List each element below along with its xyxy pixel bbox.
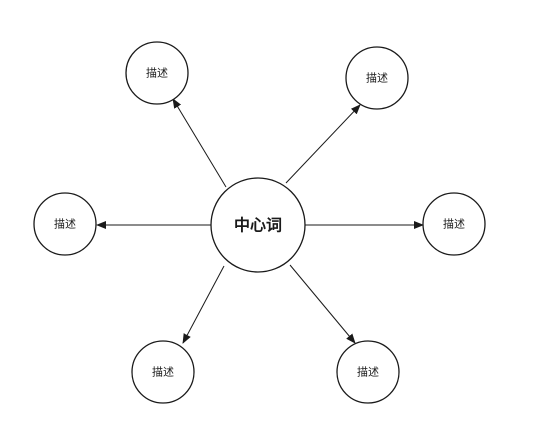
node-label: 描述 xyxy=(54,217,76,231)
node-left[interactable]: 描述 xyxy=(33,192,97,256)
node-circle xyxy=(125,41,189,105)
node-bottom-right[interactable]: 描述 xyxy=(336,340,400,404)
center-node[interactable]: 中心词 xyxy=(210,177,306,273)
edge-top-right xyxy=(285,104,361,184)
node-circle xyxy=(33,192,97,256)
node-label: 描述 xyxy=(443,217,465,231)
node-circle xyxy=(131,340,195,404)
edge-top-left xyxy=(172,98,227,188)
node-circle xyxy=(336,340,400,404)
edges xyxy=(96,98,424,344)
node-circle xyxy=(345,46,409,110)
node-top-left[interactable]: 描述 xyxy=(125,41,189,105)
node-label: 描述 xyxy=(366,71,388,85)
node-label: 描述 xyxy=(357,365,379,379)
center-node-circle xyxy=(210,177,306,273)
center-node-label: 中心词 xyxy=(234,216,282,235)
node-circle xyxy=(422,192,486,256)
node-top-right[interactable]: 描述 xyxy=(345,46,409,110)
node-label: 描述 xyxy=(146,66,168,80)
node-label: 描述 xyxy=(152,365,174,379)
node-bottom-left[interactable]: 描述 xyxy=(131,340,195,404)
edge-bottom-left xyxy=(182,265,225,344)
edge-bottom-right xyxy=(289,264,356,344)
node-right[interactable]: 描述 xyxy=(422,192,486,256)
